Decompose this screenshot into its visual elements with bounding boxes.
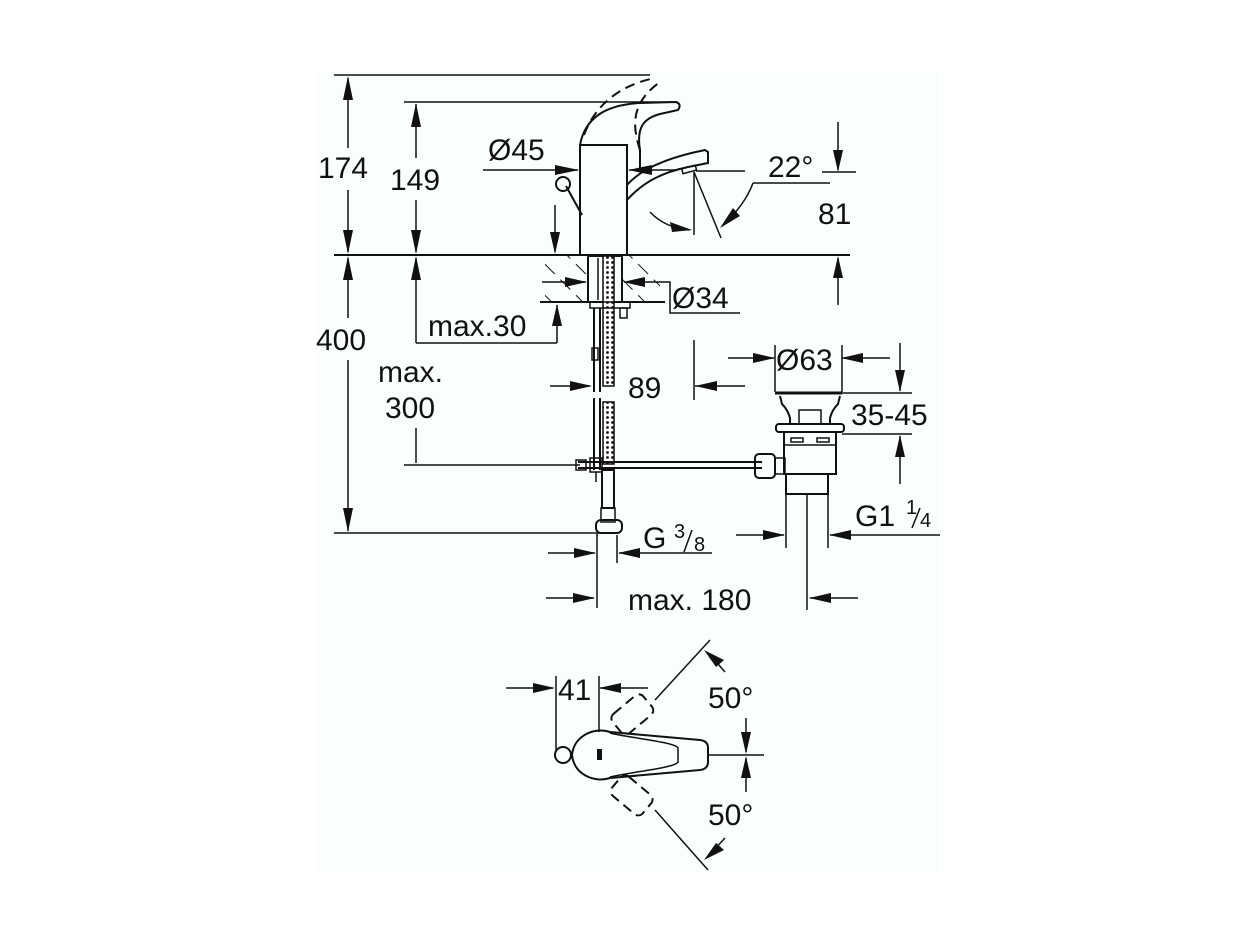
dim-text-angle-50-up: 50° <box>708 682 753 715</box>
dim-text-g-num: 3 <box>674 521 685 543</box>
lever-top-view <box>554 639 764 871</box>
dim-text-diameter-45: Ø45 <box>488 134 545 167</box>
counter-section <box>540 255 665 387</box>
dim-text-angle-22: 22° <box>768 151 813 184</box>
dimension-400: 400 <box>316 256 366 532</box>
popup-rod <box>575 308 762 608</box>
dimension-max-300: max. 300 <box>378 256 580 466</box>
dimension-35-45: 35-45 <box>842 343 928 484</box>
dim-text-g1-num: 1 <box>906 497 917 519</box>
dim-text-max: max. <box>378 356 443 389</box>
dim-text-174: 174 <box>318 152 368 185</box>
dimension-174: 174 <box>318 76 368 254</box>
dimension-g1-1-4: G1 1 4 <box>736 497 940 540</box>
dimension-angle-50-up: 50° <box>704 650 753 754</box>
dim-text-max-30: max.30 <box>428 310 526 343</box>
dimension-41: 41 <box>506 674 648 752</box>
dimension-89: 89 <box>550 340 745 405</box>
waste-assembly <box>754 391 845 610</box>
dim-text-35-45: 35-45 <box>851 399 928 432</box>
dim-text-89: 89 <box>628 372 661 405</box>
dim-text-max-180: max. 180 <box>628 584 751 617</box>
dimension-149: 149 <box>390 103 440 254</box>
faucet-body <box>555 77 709 256</box>
dim-text-angle-50-down: 50° <box>708 799 753 832</box>
top-view: 41 50° 50° <box>506 639 764 871</box>
dim-text-41: 41 <box>558 674 591 707</box>
dimension-max-30: max.30 <box>416 304 562 344</box>
dimension-diameter-63: Ø63 <box>728 344 890 392</box>
dim-text-g1: G1 <box>855 500 895 533</box>
dim-text-g1-den: 4 <box>920 510 931 532</box>
dim-text-g-den: 8 <box>694 534 705 556</box>
dimension-diameter-45: Ø45 <box>483 134 676 175</box>
dimension-diameter-34: Ø34 <box>542 277 740 315</box>
dimension-g-3-8: G 3 8 <box>548 521 712 558</box>
dim-text-400: 400 <box>316 324 366 357</box>
dimension-deck-arrow <box>550 205 560 254</box>
dim-text-g: G <box>643 522 666 555</box>
dim-text-diameter-34: Ø34 <box>672 282 729 315</box>
dim-text-149: 149 <box>390 164 440 197</box>
side-view: 174 149 <box>316 74 940 617</box>
dim-text-81: 81 <box>818 198 851 231</box>
dimension-81: 81 <box>818 122 856 305</box>
dim-text-diameter-63: Ø63 <box>776 344 833 377</box>
dimension-max-180: max. 180 <box>546 584 858 617</box>
dimension-angle-50-down: 50° <box>704 756 753 860</box>
dimension-angle-22: 22° <box>649 151 830 239</box>
dim-text-300: 300 <box>385 392 435 425</box>
